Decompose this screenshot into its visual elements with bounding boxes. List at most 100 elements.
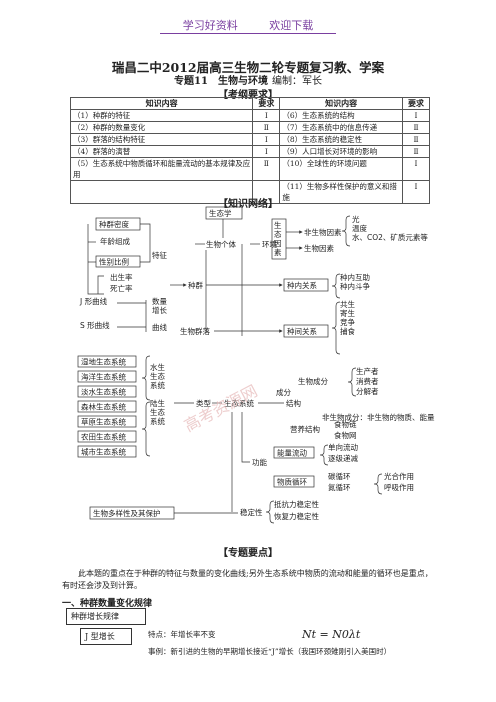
ecosystem-item: 湿地生态系统: [81, 357, 126, 367]
function-label: 功能: [252, 457, 267, 467]
bio-components: 生物成分: [298, 376, 328, 386]
ecosystem-item: 草原生态系统: [81, 417, 126, 427]
eco-factors: 因: [274, 239, 282, 248]
watermark: 高考资源网: [180, 381, 261, 436]
biotic-factors: 生物因素: [304, 243, 334, 253]
material-cycle: 物质循环: [277, 477, 307, 487]
document-subtitle: 专题11 生物与环境编制：军长: [0, 72, 496, 87]
table-header: 知识内容: [69, 97, 254, 110]
connector-density: [140, 223, 151, 263]
table-cell: [252, 180, 281, 204]
brace-cycle: [373, 473, 383, 495]
brace-inter: [331, 301, 341, 355]
sex-ratio: 性别比例: [99, 257, 129, 267]
producer: 生产者: [356, 366, 379, 376]
quantity-growth: 数量: [152, 296, 167, 306]
table-header: 要求: [402, 97, 430, 110]
header-left: 学习好资料: [182, 19, 238, 32]
ecosystem-item: 森林生态系统: [81, 402, 126, 412]
table-cell: （4）群落的演替: [69, 145, 254, 158]
terrestrial: 生态: [150, 407, 165, 417]
brace-stability: [265, 500, 275, 524]
inter-items: 竞争: [340, 317, 355, 327]
section-network: 【知识网络】: [218, 199, 278, 210]
table-cell: （6）生态系统的结构: [279, 109, 403, 122]
one-way: 单向流动: [328, 442, 358, 452]
table-cell: （8）生态系统的稳定性: [279, 133, 403, 146]
table-cell: Ⅰ: [252, 109, 281, 122]
table-header-row: 知识内容 要求 知识内容 要求: [69, 97, 430, 110]
table-cell: Ⅰ: [252, 145, 281, 158]
s-curve: S 形曲线: [80, 320, 110, 330]
table-cell: Ⅰ: [402, 109, 430, 122]
feature-text: 特点：年增长率不变: [148, 630, 216, 639]
table-cell: Ⅱ: [252, 157, 281, 181]
heading-population-change: 一、种群数量变化规律: [62, 599, 153, 609]
section-points: 【专题要点】: [218, 548, 278, 559]
table-cell: （2）种群的数量变化: [69, 121, 254, 134]
respiration: 呼吸作用: [384, 482, 414, 492]
inter-items: 捕食: [340, 326, 355, 336]
ecosystem-item: 淡水生态系统: [81, 387, 126, 397]
ecosystem-item-box: [77, 370, 137, 383]
abiotic-items: 光: [352, 214, 360, 224]
growth-formula: Nt = N0λt: [302, 628, 361, 641]
material-cycle-box: [273, 475, 315, 488]
biodiversity-box: [89, 506, 175, 520]
inter-items: 共生: [340, 299, 355, 309]
table-cell: Ⅰ: [402, 157, 430, 181]
abiotic-factors: 非生物因素: [304, 227, 342, 237]
intra-relation-box: [283, 278, 329, 292]
header-right: 欢迎下载: [269, 19, 314, 32]
ecosystem-item-box: [77, 430, 137, 443]
header-underline: [160, 33, 336, 34]
table-cell: （1）种群的特征: [69, 109, 254, 122]
inter-relation-box: [283, 324, 329, 338]
table-cell: （7）生态系统中的信息传递: [279, 121, 403, 134]
table-cell: Ⅱ: [402, 145, 430, 158]
population-density: 种群密度: [99, 219, 129, 229]
resistance: 抵抗力稳定性: [274, 499, 319, 509]
table-header: 知识内容: [279, 97, 403, 110]
abiotic-items: 温度: [352, 223, 367, 233]
abiotic-items: 水、CO2、矿质元素等: [352, 232, 428, 242]
ecosystem-item-box: [77, 400, 137, 413]
structure-label: 结构: [286, 398, 301, 408]
eco-factors: 素: [274, 247, 282, 257]
table-cell: （5）生态系统中物质循环和能量流动的基本规律及应用: [69, 157, 254, 181]
connector-left: [87, 224, 104, 295]
ecosystem-item-box: [77, 385, 137, 398]
consumer: 消费者: [356, 376, 379, 386]
brace-intra: [331, 273, 341, 299]
editor: 编制：军长: [271, 76, 322, 87]
sex-ratio-box: [95, 255, 141, 268]
decomposer: 分解者: [356, 386, 379, 396]
stability-label: 稳定性: [240, 507, 263, 517]
brace-components: [347, 367, 357, 397]
nitrogen-cycle: 氮循环: [328, 482, 351, 492]
carbon-cycle: 碳循环: [328, 471, 351, 481]
table-cell: Ⅰ: [402, 180, 430, 204]
ecosystem-item-box: [77, 445, 137, 458]
nonbio-components: 非生物成分：非生物的物质、能量: [322, 412, 435, 422]
table-cell: （9）人口增长对环境的影响: [279, 145, 403, 158]
population: 种群: [188, 280, 203, 290]
curve-label: 曲线: [152, 322, 167, 332]
aquatic: 系统: [150, 380, 165, 390]
inter-relation: 种间关系: [287, 326, 317, 336]
connector-birth: [97, 275, 104, 294]
aquatic: 水生: [150, 362, 165, 372]
aquatic: 生态: [150, 371, 165, 381]
photosynthesis: 光合作用: [384, 471, 414, 481]
eco-factors-box: [271, 218, 287, 260]
brace-energy: [319, 444, 329, 466]
energy-flow: 能量流动: [277, 448, 307, 458]
intra-items: 种内互助: [340, 272, 370, 282]
biodiversity: 生物多样性及其保护: [93, 508, 161, 518]
environment: 环境: [262, 239, 277, 249]
